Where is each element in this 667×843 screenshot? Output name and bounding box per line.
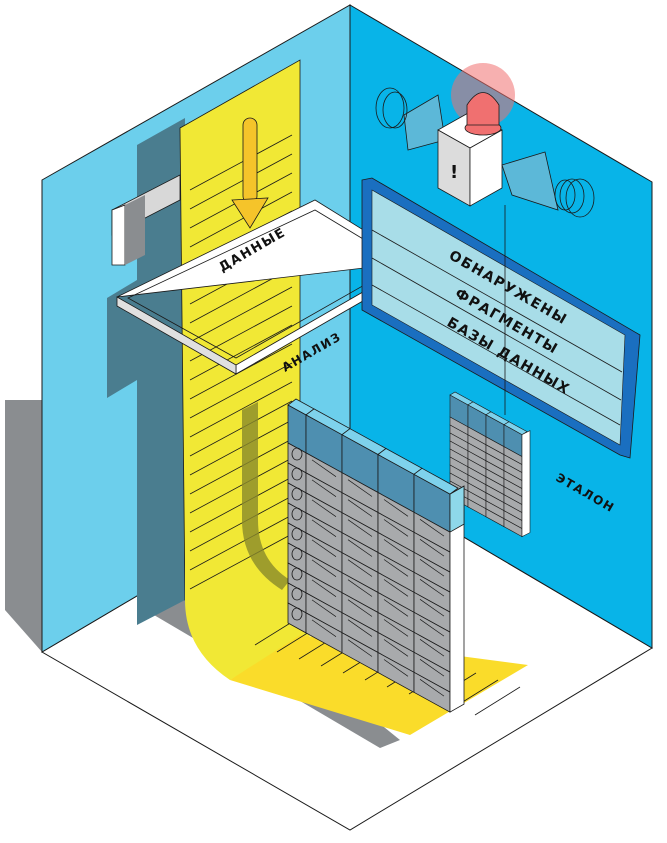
cell-text-line	[311, 599, 337, 617]
paper-line	[474, 686, 521, 716]
cell-text-line	[347, 619, 373, 637]
siren-box-right	[469, 129, 503, 207]
row-radio	[291, 587, 303, 601]
cell-text-line	[347, 639, 373, 657]
cell-text-line	[419, 559, 445, 577]
row-radio	[291, 547, 303, 561]
speaker-right	[501, 151, 595, 218]
floor-shadow	[5, 400, 42, 652]
wall-block	[111, 174, 181, 266]
cell-text-line	[311, 539, 337, 557]
cell-text-line	[347, 519, 373, 537]
ref-header-top	[503, 421, 528, 435]
paper-line	[189, 457, 293, 514]
cell-text-line	[419, 519, 445, 537]
paper-line	[189, 476, 293, 533]
paper-line	[189, 153, 293, 210]
row-radio	[291, 567, 303, 581]
wall-shadow-frame	[107, 280, 137, 398]
cell-text-line	[383, 619, 409, 637]
cell-text-line	[347, 579, 373, 597]
cell-text-line	[383, 499, 409, 517]
cell-text-line	[383, 559, 409, 577]
cell-text-line	[347, 479, 373, 497]
cell-text-line	[419, 679, 445, 697]
paper-line	[189, 324, 293, 381]
row-radio	[291, 487, 303, 501]
cell-text-line	[419, 579, 445, 597]
speaker-left	[375, 87, 446, 151]
paper-line	[189, 514, 293, 571]
row-radio	[291, 447, 303, 461]
cell-text-line	[311, 499, 337, 517]
paper-line	[189, 381, 293, 438]
cell-text-line	[383, 519, 409, 537]
paper-line	[189, 419, 293, 476]
cell-text-line	[383, 639, 409, 657]
row-radio	[291, 527, 303, 541]
cell-text-line	[311, 459, 337, 477]
paper-line	[189, 400, 293, 457]
cell-text-line	[383, 579, 409, 597]
cell-text-line	[419, 639, 445, 657]
paper-line	[189, 533, 293, 590]
cell-text-line	[347, 559, 373, 577]
row-radio	[291, 607, 303, 621]
data-paper-curve	[185, 455, 320, 680]
arrow-down-icon	[231, 117, 269, 229]
cell-text-line	[311, 579, 337, 597]
table-header-top	[413, 467, 459, 495]
cell-text-line	[383, 659, 409, 677]
paper-line	[189, 191, 293, 248]
cell-text-line	[419, 599, 445, 617]
paper-line	[189, 286, 293, 343]
siren-dome	[466, 92, 500, 126]
cell-text-line	[311, 559, 337, 577]
paper-line	[189, 438, 293, 495]
row-radio	[291, 507, 303, 521]
cell-text-line	[383, 539, 409, 557]
paper-line	[189, 134, 293, 191]
cell-text-line	[347, 539, 373, 557]
cell-text-line	[419, 659, 445, 677]
wall-shadow	[137, 118, 185, 625]
paper-line	[189, 362, 293, 419]
cell-text-line	[347, 499, 373, 517]
cell-text-line	[383, 599, 409, 617]
display-board	[361, 177, 641, 459]
cell-text-line	[419, 539, 445, 557]
ref-side	[521, 430, 531, 538]
row-radio	[291, 467, 303, 481]
alert-symbol: !	[450, 162, 460, 183]
table-side-header	[449, 485, 465, 533]
alarm-siren: !	[375, 63, 595, 218]
cell-text-line	[311, 519, 337, 537]
cell-text-line	[347, 599, 373, 617]
cell-text-line	[419, 619, 445, 637]
main-table	[287, 398, 465, 713]
paper-shadow-stripe	[242, 402, 290, 590]
cell-text-line	[311, 619, 337, 637]
cell-text-line	[311, 479, 337, 497]
paper-line	[189, 495, 293, 552]
